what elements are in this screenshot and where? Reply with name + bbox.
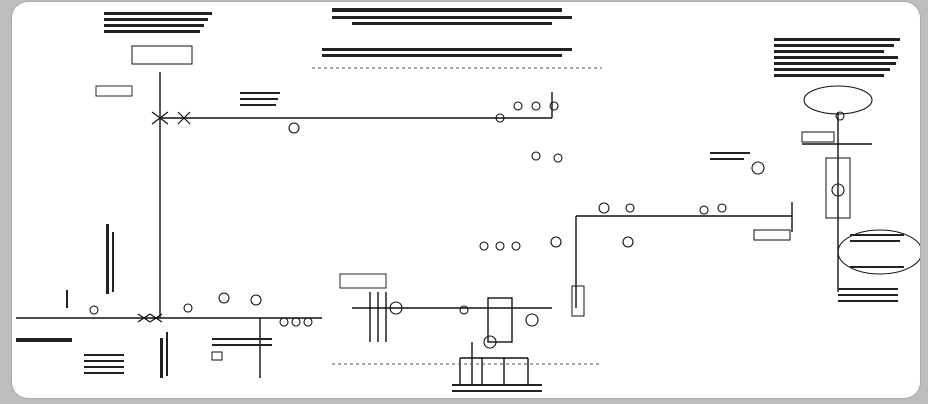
instrument-circles xyxy=(89,101,845,349)
control-box-left xyxy=(95,85,133,97)
pump-group xyxy=(571,285,585,317)
meter-box xyxy=(339,273,387,289)
schematic-sheet xyxy=(12,2,920,398)
text-blocks xyxy=(16,8,904,392)
piping-schematic xyxy=(16,8,920,392)
small-box xyxy=(211,351,223,361)
logo-box xyxy=(131,45,193,65)
valves xyxy=(137,111,191,323)
boiler-top xyxy=(803,85,873,115)
sensor-box xyxy=(753,229,791,241)
expansion-vessel xyxy=(837,229,920,275)
boiler-box xyxy=(825,157,851,219)
sensor-box-2 xyxy=(801,131,835,143)
vertical-labels xyxy=(66,224,168,378)
tank xyxy=(487,297,513,343)
